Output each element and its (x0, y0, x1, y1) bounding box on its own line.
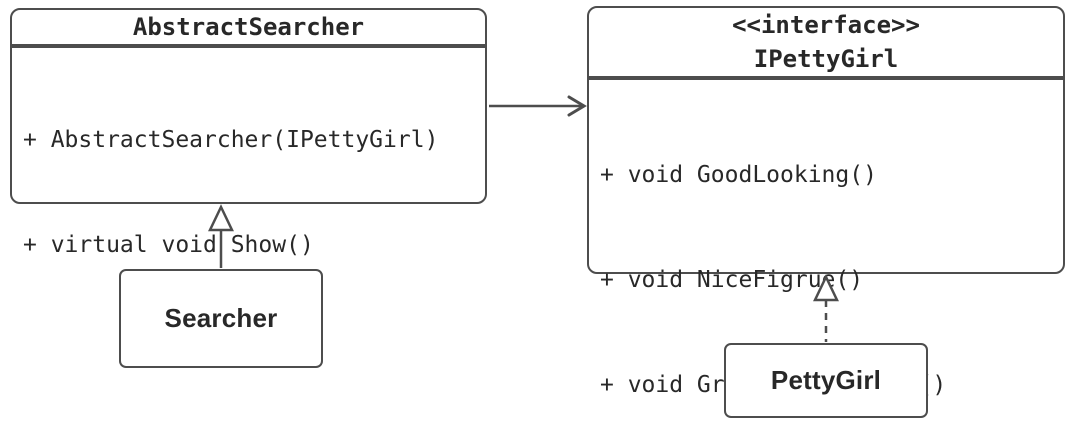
class-name-label: AbstractSearcher (132, 13, 365, 41)
attributes-compartment-abstract-searcher (12, 44, 485, 48)
class-name-label: IPettyGirl (753, 45, 899, 73)
association-arrow (489, 95, 587, 117)
stereotype-label: <<interface>> (732, 11, 920, 39)
class-name-label: PettyGirl (770, 365, 882, 395)
class-box-searcher: Searcher (119, 269, 323, 368)
class-box-abstract-searcher: AbstractSearcher + AbstractSearcher(IPet… (10, 8, 487, 258)
methods-compartment-abstract-searcher: + AbstractSearcher(IPettyGirl) + virtual… (12, 48, 485, 333)
method-line: + virtual void Show() (23, 232, 314, 258)
open-arrowhead-icon (567, 95, 587, 117)
method-line: + void GoodLooking() (600, 162, 877, 188)
method-line: + AbstractSearcher(IPettyGirl) (23, 127, 439, 153)
class-title-ipetty-girl: <<interface>> IPettyGirl (589, 8, 1063, 76)
attributes-compartment-ipetty-girl (589, 76, 1063, 80)
class-box-ipetty-girl: <<interface>> IPettyGirl + void GoodLook… (587, 6, 1065, 398)
class-name-label: Searcher (164, 303, 278, 333)
class-title-abstract-searcher: AbstractSearcher (12, 10, 485, 44)
class-box-petty-girl: PettyGirl (724, 343, 928, 418)
method-line: + void NiceFigrue() (600, 267, 864, 293)
